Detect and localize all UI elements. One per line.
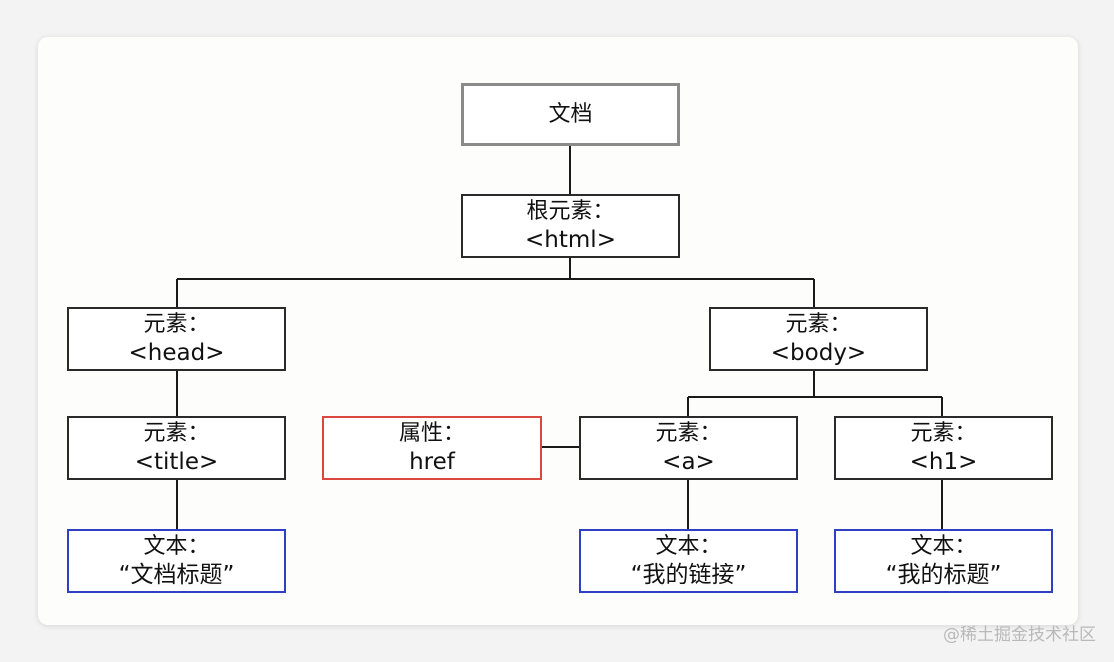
node-body: 元素： <body> bbox=[709, 307, 928, 371]
node-document-label: 文档 bbox=[548, 102, 593, 127]
node-body-tag: <body> bbox=[770, 340, 867, 366]
node-text-title-value: “文档标题” bbox=[118, 562, 235, 588]
node-text-h1: 文本： “我的标题” bbox=[834, 529, 1053, 593]
node-html: 根元素： <html> bbox=[461, 194, 680, 258]
node-a-type: 元素： bbox=[655, 421, 722, 446]
watermark: @稀土掘金技术社区 bbox=[943, 625, 1096, 645]
node-html-type: 根元素： bbox=[526, 199, 615, 224]
node-title-tag: <title> bbox=[134, 449, 219, 475]
node-head-tag: <head> bbox=[128, 340, 225, 366]
node-html-tag: <html> bbox=[525, 227, 616, 253]
node-title-type: 元素： bbox=[143, 421, 210, 446]
node-h1-tag: <h1> bbox=[909, 449, 978, 475]
node-head: 元素： <head> bbox=[67, 307, 286, 371]
node-title: 元素： <title> bbox=[67, 416, 286, 480]
node-h1-type: 元素： bbox=[910, 421, 977, 446]
node-text-a-value: “我的链接” bbox=[630, 562, 747, 588]
node-a-tag: <a> bbox=[662, 449, 715, 475]
node-document: 文档 bbox=[461, 83, 680, 146]
node-text-h1-type: 文本： bbox=[910, 534, 977, 559]
node-text-a-type: 文本： bbox=[655, 534, 722, 559]
node-body-type: 元素： bbox=[785, 312, 852, 337]
node-href-attribute: 属性： href bbox=[322, 416, 542, 480]
node-a: 元素： <a> bbox=[579, 416, 798, 480]
node-text-title: 文本： “文档标题” bbox=[67, 529, 286, 593]
node-head-type: 元素： bbox=[143, 312, 210, 337]
node-h1: 元素： <h1> bbox=[834, 416, 1053, 480]
node-text-a: 文本： “我的链接” bbox=[579, 529, 798, 593]
node-text-title-type: 文本： bbox=[143, 534, 210, 559]
node-href-name: href bbox=[409, 449, 455, 475]
node-href-type: 属性： bbox=[398, 421, 465, 446]
node-text-h1-value: “我的标题” bbox=[885, 562, 1002, 588]
